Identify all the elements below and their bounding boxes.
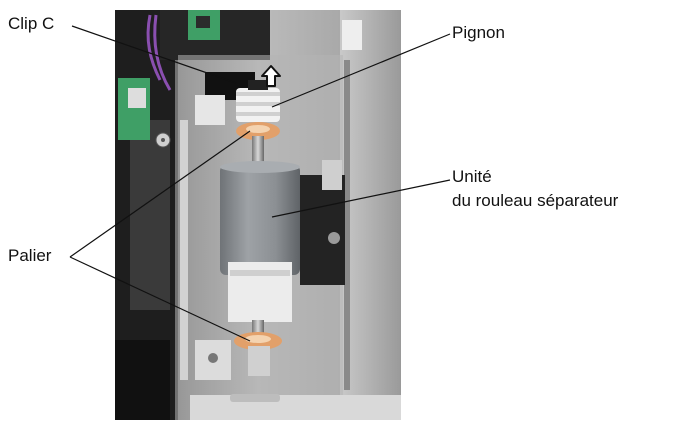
leader-palier-bottom [69, 256, 251, 342]
label-unite-line1: Unité [452, 167, 492, 186]
separator-roller [220, 161, 300, 322]
label-unite-line2: du rouleau séparateur [452, 191, 619, 210]
up-arrow-icon [261, 65, 281, 87]
label-pignon: Pignon [452, 23, 505, 42]
leader-unite [271, 179, 451, 218]
bracket [300, 175, 345, 285]
leader-palier-top [69, 130, 251, 258]
leader-clip [71, 25, 237, 84]
label-clip-c: Clip C [8, 14, 55, 33]
right-plate [340, 10, 401, 420]
leader-pignon [271, 33, 451, 108]
gear-pignon [236, 80, 280, 122]
purple-wires [146, 14, 162, 81]
label-palier: Palier [8, 246, 52, 265]
